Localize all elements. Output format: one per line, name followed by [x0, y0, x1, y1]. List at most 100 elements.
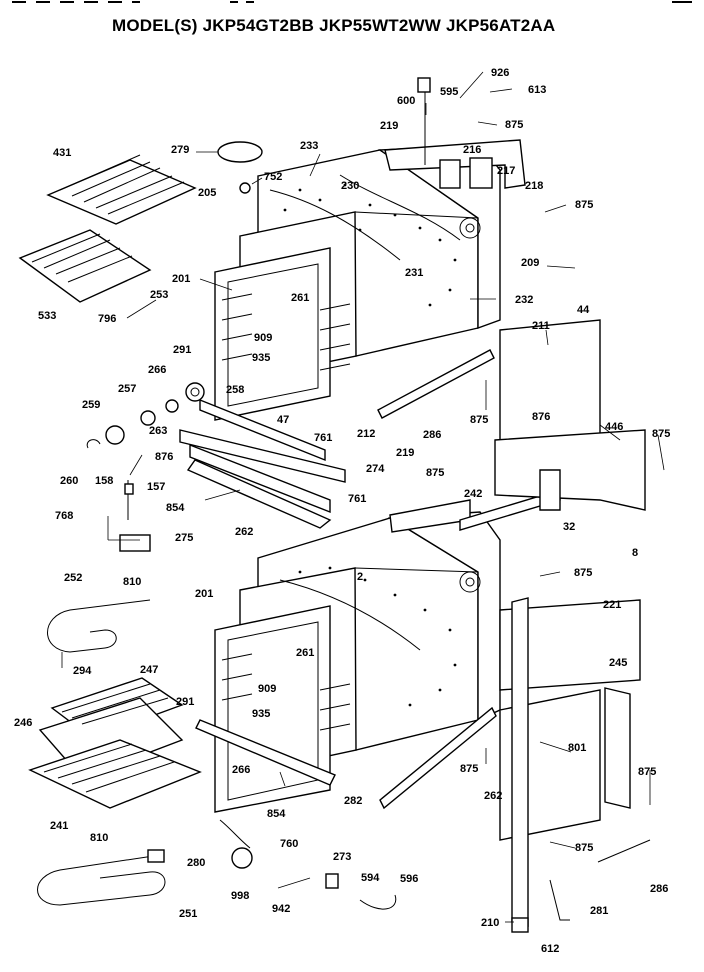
label-876: 876 [155, 451, 173, 463]
label-205: 205 [198, 187, 216, 199]
side-panels [494, 319, 646, 927]
label-247: 247 [140, 664, 158, 676]
label-158: 158 [95, 475, 113, 487]
label-291: 291 [173, 344, 191, 356]
label-282: 282 [344, 795, 362, 807]
label-47: 47 [277, 414, 289, 426]
label-533: 533 [38, 310, 56, 322]
label-446: 446 [605, 421, 623, 433]
label-926: 926 [491, 67, 509, 79]
label-274: 274 [366, 463, 385, 475]
label-875: 875 [652, 428, 670, 440]
label-854: 854 [166, 502, 185, 514]
label-245: 245 [609, 657, 627, 669]
label-259: 259 [82, 399, 100, 411]
label-760: 760 [280, 838, 298, 850]
label-796: 796 [98, 313, 116, 325]
label-219: 219 [380, 120, 398, 132]
label-998: 998 [231, 890, 249, 902]
label-251: 251 [179, 908, 197, 920]
label-157: 157 [147, 481, 165, 493]
label-613: 613 [528, 84, 546, 96]
label-810: 810 [123, 576, 141, 588]
label-261: 261 [296, 647, 314, 659]
page-title: MODEL(S) JKP54GT2BB JKP55WT2WW JKP56AT2A… [112, 16, 556, 35]
label-266: 266 [148, 364, 166, 376]
label-212: 212 [357, 428, 375, 440]
label-875: 875 [426, 467, 444, 479]
leader-lines [61, 71, 665, 923]
label-275: 275 [175, 532, 193, 544]
part-labels: 926 613 600 595 875 219 216 217 218 875 … [14, 67, 670, 955]
label-201: 201 [172, 273, 190, 285]
label-253: 253 [150, 289, 168, 301]
label-431: 431 [53, 147, 71, 159]
label-854: 854 [267, 808, 286, 820]
label-232: 232 [515, 294, 533, 306]
label-875: 875 [505, 119, 523, 131]
label-261: 261 [291, 292, 309, 304]
oven-rack-lower [18, 229, 152, 303]
label-257: 257 [118, 383, 136, 395]
label-262: 262 [235, 526, 253, 538]
label-280: 280 [187, 857, 205, 869]
label-279: 279 [171, 144, 189, 156]
label-219: 219 [396, 447, 414, 459]
label-221: 221 [603, 599, 621, 611]
label-210: 210 [481, 917, 499, 929]
label-594: 594 [361, 872, 380, 884]
label-875: 875 [470, 414, 488, 426]
label-612: 612 [541, 943, 559, 955]
label-875: 875 [460, 763, 478, 775]
top-vent-bracket [384, 77, 526, 189]
label-241: 241 [50, 820, 68, 832]
label-761: 761 [314, 432, 332, 444]
label-810: 810 [90, 832, 108, 844]
label-801: 801 [568, 742, 586, 754]
label-875: 875 [638, 766, 656, 778]
label-252: 252 [64, 572, 82, 584]
label-8: 8 [632, 547, 638, 559]
label-260: 260 [60, 475, 78, 487]
label-291: 291 [176, 696, 194, 708]
label-876: 876 [532, 411, 550, 423]
label-201: 201 [195, 588, 213, 600]
oven-rack-upper [46, 154, 197, 225]
label-286: 286 [423, 429, 441, 441]
label-218: 218 [525, 180, 543, 192]
label-294: 294 [73, 665, 92, 677]
label-909: 909 [258, 683, 276, 695]
label-600: 600 [397, 95, 415, 107]
label-2: 2 [357, 571, 363, 583]
label-209: 209 [521, 257, 539, 269]
label-216: 216 [463, 144, 481, 156]
label-266: 266 [232, 764, 250, 776]
lower-oven-cavity [214, 517, 479, 813]
label-595: 595 [440, 86, 458, 98]
label-281: 281 [590, 905, 608, 917]
broil-element [37, 849, 166, 906]
label-230: 230 [341, 180, 359, 192]
label-768: 768 [55, 510, 73, 522]
bake-element [47, 599, 151, 653]
label-761: 761 [348, 493, 366, 505]
label-262: 262 [484, 790, 502, 802]
label-242: 242 [464, 488, 482, 500]
label-231: 231 [405, 267, 423, 279]
label-875: 875 [575, 199, 593, 211]
label-258: 258 [226, 384, 244, 396]
label-246: 246 [14, 717, 32, 729]
label-286: 286 [650, 883, 668, 895]
label-211: 211 [532, 320, 550, 332]
label-263: 263 [149, 425, 167, 437]
middle-divider-rails [179, 349, 561, 810]
upper-oven-cavity [214, 149, 479, 421]
label-942: 942 [272, 903, 290, 915]
oven-rack-bottom [28, 739, 202, 809]
label-935: 935 [252, 708, 270, 720]
label-752: 752 [264, 171, 282, 183]
label-935: 935 [252, 352, 270, 364]
label-909: 909 [254, 332, 272, 344]
label-596: 596 [400, 873, 418, 885]
